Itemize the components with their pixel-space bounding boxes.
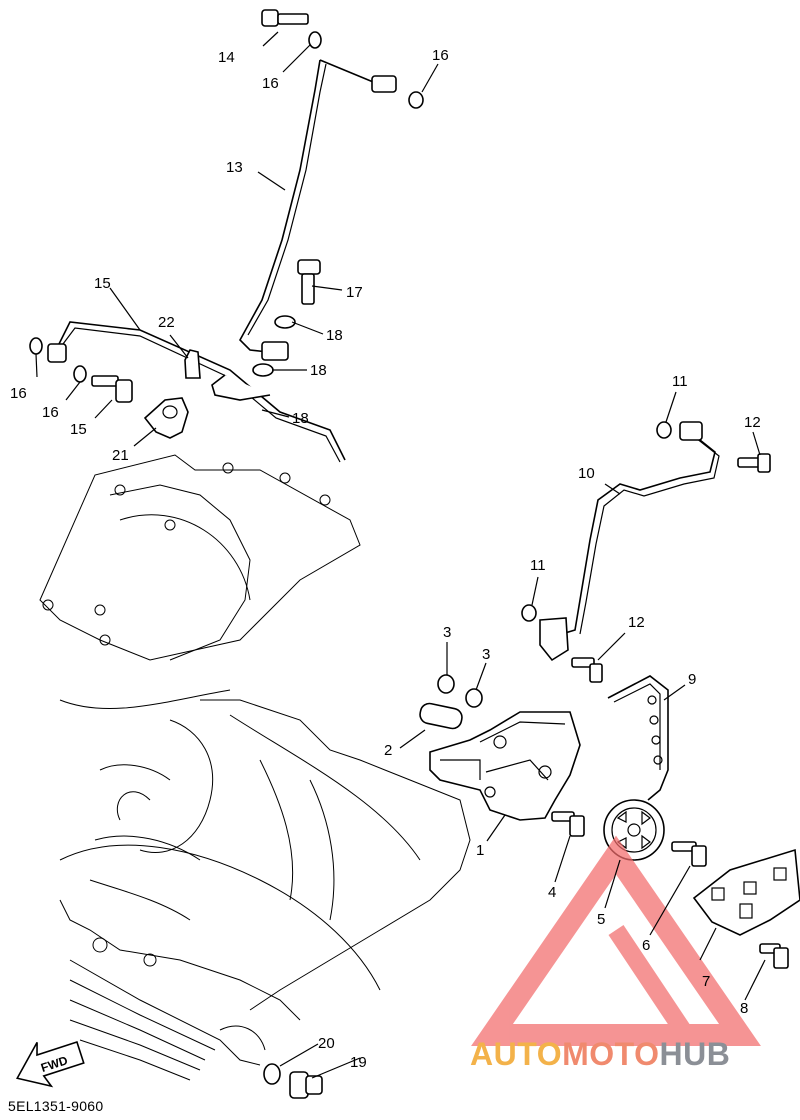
leader-lines bbox=[35, 31, 766, 1079]
callout-15-left: 15 bbox=[70, 421, 87, 438]
callout-12-lower: 12 bbox=[628, 614, 645, 631]
bolt-12-upper bbox=[737, 457, 761, 468]
callout-3-right: 3 bbox=[482, 646, 490, 663]
bolt-6 bbox=[671, 841, 707, 867]
callout-17: 17 bbox=[346, 284, 363, 301]
callout-14: 15 bbox=[94, 275, 111, 292]
oil-delivery-pipe-13 bbox=[239, 59, 397, 361]
callout-11-lower: 11 bbox=[530, 557, 546, 574]
callout-11-upper: 11 bbox=[672, 373, 688, 390]
clamp-22 bbox=[184, 349, 201, 379]
pipe-union-bolt-top bbox=[371, 75, 397, 93]
union-bolt-15-top bbox=[261, 9, 424, 109]
callout-21: 21 bbox=[112, 447, 129, 464]
gasket-20 bbox=[263, 1063, 281, 1085]
callout-2: 2 bbox=[384, 742, 392, 759]
pipe-union-bolt-mid bbox=[261, 341, 289, 361]
callout-20: 20 bbox=[318, 1035, 335, 1052]
bolt-4 bbox=[551, 811, 585, 837]
callout-22: 22 bbox=[158, 314, 175, 331]
gasket-16-left-b bbox=[73, 365, 87, 383]
callout-16-left-a: 16 bbox=[10, 385, 27, 402]
o-ring-11-lower bbox=[521, 604, 537, 622]
fwd-arrow-icon: FWD bbox=[15, 1041, 85, 1088]
gasket-18-a bbox=[274, 315, 296, 329]
bolt-12-upper-head bbox=[757, 453, 771, 473]
callout-10: 10 bbox=[578, 465, 595, 482]
callout-18-b: 18 bbox=[310, 362, 327, 379]
oil-pump-assy-1 bbox=[429, 711, 581, 821]
pipe-end-fitting-upper bbox=[679, 421, 703, 441]
pipe-end-fitting-left bbox=[47, 343, 67, 363]
watermark-brand-part3: HUB bbox=[659, 1036, 731, 1072]
watermark-brand-part2: MOTO bbox=[562, 1036, 660, 1072]
callout-18-c: 18 bbox=[292, 410, 309, 427]
callout-15-top: 14 bbox=[218, 49, 235, 66]
callout-16-left-b: 16 bbox=[42, 404, 59, 421]
watermark-brand: AUTOMOTOHUB bbox=[470, 1036, 730, 1073]
callout-16-top-right: 16 bbox=[432, 47, 449, 64]
callout-9: 9 bbox=[688, 671, 696, 688]
bolt-8 bbox=[759, 943, 789, 969]
callout-18-a: 18 bbox=[326, 327, 343, 344]
callout-19: 19 bbox=[350, 1054, 367, 1071]
drive-chain-9 bbox=[607, 675, 669, 801]
gasket-16-top-right bbox=[408, 91, 424, 109]
chain-guide-plate-7 bbox=[692, 848, 800, 936]
callout-3-left: 3 bbox=[443, 624, 451, 641]
drain-plug-19 bbox=[289, 1071, 323, 1099]
o-ring-3-right bbox=[465, 688, 483, 708]
o-ring-11-upper bbox=[656, 421, 672, 439]
callout-5: 5 bbox=[597, 911, 605, 928]
automotohub-logo-icon bbox=[471, 835, 761, 1046]
callout-8: 8 bbox=[740, 1000, 748, 1017]
callout-1: 1 bbox=[476, 842, 484, 859]
callout-16-top-left: 16 bbox=[262, 75, 279, 92]
callout-4: 4 bbox=[548, 884, 556, 901]
callout-12-upper: 12 bbox=[744, 414, 761, 431]
callout-6: 6 bbox=[642, 937, 650, 954]
pipe-flange-lower bbox=[539, 617, 569, 662]
gasket-18-b bbox=[252, 363, 274, 377]
gasket-16-top-left bbox=[308, 31, 322, 49]
callout-labels: 14 16 16 13 17 18 18 18 15 22 16 16 15 2… bbox=[10, 47, 761, 1071]
callout-7: 7 bbox=[702, 973, 710, 990]
engine-case-outline bbox=[39, 454, 471, 1081]
gasket-16-left-a bbox=[29, 337, 43, 355]
oil-delivery-pipe-14 bbox=[29, 321, 346, 463]
bolt-12-lower-head bbox=[589, 663, 603, 683]
oil-pipe-10 bbox=[521, 421, 771, 683]
callout-13: 13 bbox=[226, 159, 243, 176]
union-bolt-15-left bbox=[91, 375, 133, 403]
watermark-brand-part1: AUTO bbox=[470, 1036, 563, 1072]
o-ring-3-left bbox=[437, 674, 455, 694]
bolt-12-lower bbox=[571, 657, 595, 668]
part-code: 5EL1351-9060 bbox=[8, 1098, 104, 1114]
dowel-pin-2 bbox=[419, 702, 463, 730]
